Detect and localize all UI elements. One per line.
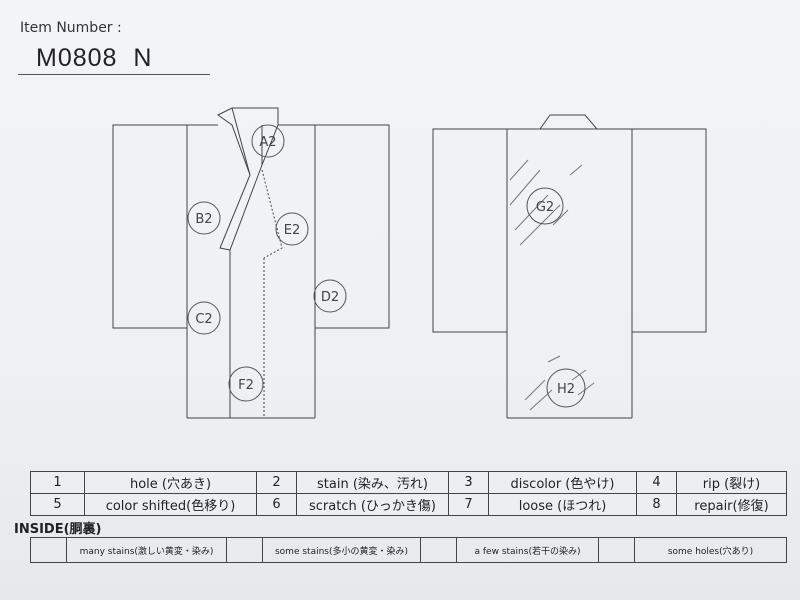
front-left-sleeve <box>113 125 187 328</box>
marker-f-circle <box>228 366 264 402</box>
marker-g-circle <box>526 187 564 225</box>
legend-label: hole (穴あき) <box>84 471 257 494</box>
damage-legend-table: 1 hole (穴あき) 2 stain (染み、汚れ) 3 discolor … <box>30 471 787 516</box>
marker-e-label: E2 <box>284 223 301 238</box>
legend-number: 1 <box>30 471 85 494</box>
marker-c-label: C2 <box>195 312 212 327</box>
item-number-label: Item Number : <box>20 20 122 36</box>
back-collar <box>540 115 597 129</box>
back-right-sleeve <box>632 129 706 332</box>
legend-label: repair(修復) <box>676 493 787 516</box>
back-marker-circles <box>526 187 586 408</box>
marker-d-circle <box>313 279 347 313</box>
marker-h-circle <box>546 368 586 408</box>
legend-row: 1 hole (穴あき) 2 stain (染み、汚れ) 3 discolor … <box>30 471 787 494</box>
legend-label: rip (裂け) <box>676 471 787 494</box>
item-number-underline <box>18 74 210 75</box>
marker-h-label: H2 <box>557 382 575 397</box>
inside-item-label: a few stains(若干の染み) <box>456 537 599 563</box>
inside-item-label: many stains(激しい黄変・染み) <box>66 537 227 563</box>
legend-number: 4 <box>636 471 677 494</box>
kimono-back-view <box>433 115 706 418</box>
inside-item-label: some stains(多小の黄変・染み) <box>262 537 421 563</box>
inside-checkbox-cell[interactable] <box>30 537 67 563</box>
legend-label: discolor (色やけ) <box>488 471 637 494</box>
marker-e-circle <box>275 212 309 246</box>
legend-label: color shifted(色移り) <box>84 493 257 516</box>
marker-a-label: A2 <box>259 135 276 150</box>
front-marker-circles <box>187 124 347 402</box>
marker-b-circle <box>187 201 221 235</box>
legend-number: 8 <box>636 493 677 516</box>
inside-checkbox-cell[interactable] <box>598 537 635 563</box>
legend-number: 6 <box>256 493 297 516</box>
marker-a-circle <box>251 124 285 158</box>
legend-row: 5 color shifted(色移り) 6 scratch (ひっかき傷) 7… <box>30 493 787 516</box>
legend-number: 7 <box>448 493 489 516</box>
marker-g-label: G2 <box>536 200 554 215</box>
legend-number: 3 <box>448 471 489 494</box>
item-number-value: M0808 N <box>36 44 153 72</box>
marker-f-label: F2 <box>238 378 254 393</box>
legend-label: stain (染み、汚れ) <box>296 471 449 494</box>
marker-d-label: D2 <box>321 290 339 305</box>
legend-number: 2 <box>256 471 297 494</box>
inside-section-title: INSIDE(胴裏) <box>14 522 102 537</box>
inside-condition-table: many stains(激しい黄変・染み) some stains(多小の黄変・… <box>30 537 787 563</box>
marker-c-circle <box>187 301 221 335</box>
inside-checkbox-cell[interactable] <box>420 537 457 563</box>
marker-b-label: B2 <box>195 212 212 227</box>
kimono-front-view <box>113 108 389 418</box>
back-left-sleeve <box>433 129 507 332</box>
legend-label: scratch (ひっかき傷) <box>296 493 449 516</box>
legend-label: loose (ほつれ) <box>488 493 637 516</box>
inside-row: many stains(激しい黄変・染み) some stains(多小の黄変・… <box>30 537 787 563</box>
front-collar <box>218 108 278 250</box>
inside-checkbox-cell[interactable] <box>226 537 263 563</box>
kimono-diagrams: A2 B2 C2 D2 E2 F2 G2 H2 <box>0 0 800 470</box>
legend-number: 5 <box>30 493 85 516</box>
inside-item-label: some holes(穴あり) <box>634 537 787 563</box>
